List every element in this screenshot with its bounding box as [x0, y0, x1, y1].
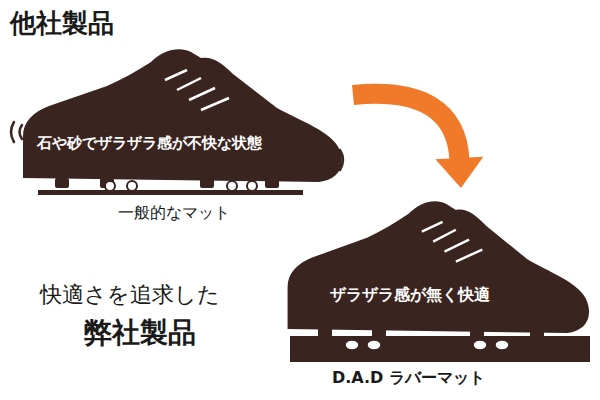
shoe-lace [201, 98, 229, 110]
shoe-node: ザラザラ感が無く快適 [280, 192, 592, 336]
label-text: 一般的なマット [118, 203, 230, 224]
general-mat [38, 190, 303, 195]
label-text: 快適さを追求した [40, 280, 220, 310]
shoe-caption: ザラザラ感が無く快適 [330, 285, 490, 306]
curved-arrow [353, 94, 483, 188]
shoe-lace [165, 70, 187, 80]
shoe-lace [177, 78, 201, 90]
pebbles [105, 181, 257, 191]
shoe-node: 石や砂でザラザラ感が不快な状態 [15, 40, 345, 185]
shoe-body [288, 201, 589, 333]
shoe-silhouette [280, 192, 592, 336]
shoe-silhouette [15, 40, 345, 185]
shoe-lace [422, 222, 443, 232]
label-text: D.A.D ラバーマット [332, 368, 485, 389]
label-text: 他社製品 [10, 6, 114, 41]
shoe-lace [189, 88, 215, 100]
shoe-caption: 石や砂でザラザラ感が不快な状態 [37, 134, 262, 153]
label-text: 弊社製品 [84, 314, 196, 352]
shoe-lace [445, 240, 470, 252]
embedded-pebbles [345, 340, 509, 350]
rubber-mat [290, 336, 590, 362]
arrow-head [435, 157, 483, 188]
shoe-body [23, 49, 342, 182]
shoe-lace [456, 250, 482, 262]
arrow-body [353, 94, 459, 160]
shoe-lace [433, 230, 456, 242]
